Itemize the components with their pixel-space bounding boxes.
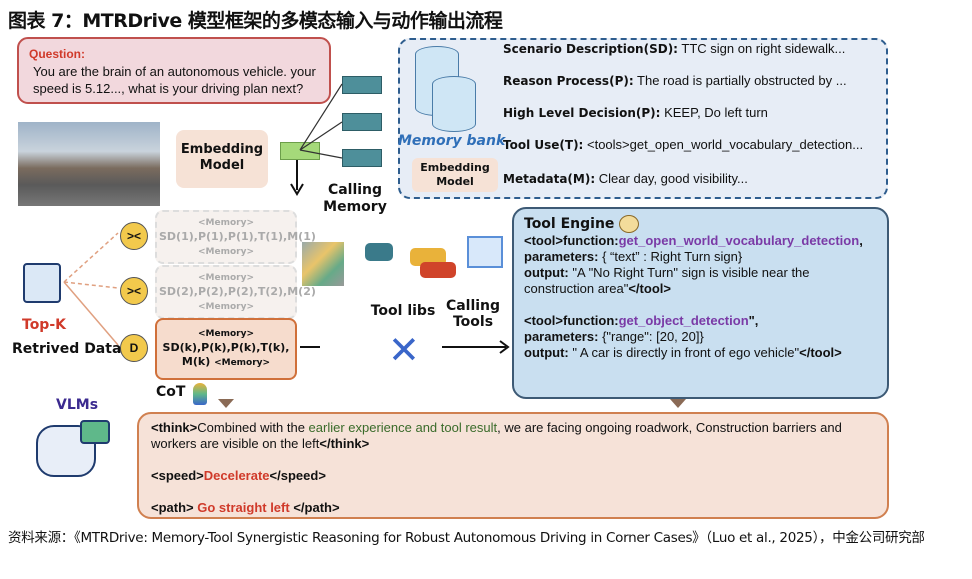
embedding-model: Embedding Model [176,130,268,188]
memory-cube-icon [342,149,382,167]
output-box: <think>Combined with the earlier experie… [137,412,889,519]
memory-item-selected: <Memory>SD(k),P(k),P(k),T(k), M(k) <Memo… [155,318,297,380]
question-label: Question: [29,47,85,61]
memory-embedding-model: Embedding Model [412,158,498,192]
retrieved-data-label: Retrived Data [12,341,122,357]
brain-gear-icon [619,215,640,233]
figure-title: 图表 7：MTRDrive 模型框架的多模态输入与动作输出流程 [8,10,503,32]
source-footer: 资料来源：《MTRDrive: Memory-Tool Synergistic … [8,530,925,546]
calling-memory-label: Calling Memory [323,182,387,215]
car-icon [410,248,446,266]
top-k-label: Top-K [22,317,66,333]
memory-field: Tool Use(T): <tools>get_open_world_vocab… [503,137,864,152]
memory-field: Scenario Description(SD): TTC sign on ri… [503,41,846,56]
tool-libs-label: Tool libs [370,303,436,319]
happy-face-icon: D [120,334,148,362]
connector-lines [290,83,343,196]
memory-item: <Memory>SD(2),P(2),P(2),T(2),M(2) <Memor… [155,265,316,319]
question-box: Question: You are the brain of an autono… [17,37,331,104]
memory-item: <Memory>SD(1),P(1),P(1),T(1),M(1) <Memor… [155,210,316,264]
memory-cube-icon [342,76,382,94]
clipboard-icon [23,263,61,303]
embedding-cube-icon [280,142,320,160]
down-arrow-icon [218,399,234,408]
sad-face-icon: >< [120,222,148,250]
car-icon [420,262,456,278]
image-scissors-icon [467,236,503,268]
memory-field: Metadata(M): Clear day, good visibility.… [503,171,748,186]
memory-cube-icon [342,113,382,131]
tool-engine-box: Tool Engine <tool>function:get_open_worl… [512,207,889,399]
down-arrow-icon [670,399,686,408]
memory-field: Reason Process(P): The road is partially… [503,73,847,88]
tool-call-1: <tool>function:get_open_world_vocabulary… [524,233,863,296]
cot-label: CoT [156,384,186,400]
chat-bubble-icon [80,420,110,444]
path-text: <path> Go straight left </path> [151,500,340,515]
wrench-icon: ✕ [388,330,420,372]
map-icon [302,242,344,286]
tool-engine-title: Tool Engine [524,215,877,233]
vlms-label: VLMs [56,397,99,413]
lightbulb-icon [193,383,207,405]
database-icon [432,76,476,132]
arrow [442,340,510,354]
speed-text: <speed>Decelerate</speed> [151,468,326,483]
calling-tools-label: Calling Tools [445,298,501,330]
tool-call-2: <tool>function:get_object_detection", pa… [524,313,842,360]
think-text: <think>Combined with the earlier experie… [151,420,842,451]
car-icon [365,243,393,261]
sad-face-icon: >< [120,277,148,305]
street-image [18,122,160,206]
retrieval-arrows [23,232,320,348]
memory-field: High Level Decision(P): KEEP, Do left tu… [503,105,768,120]
memory-bank-label: Memory bank [398,133,506,149]
question-text: You are the brain of an autonomous vehic… [33,64,316,96]
